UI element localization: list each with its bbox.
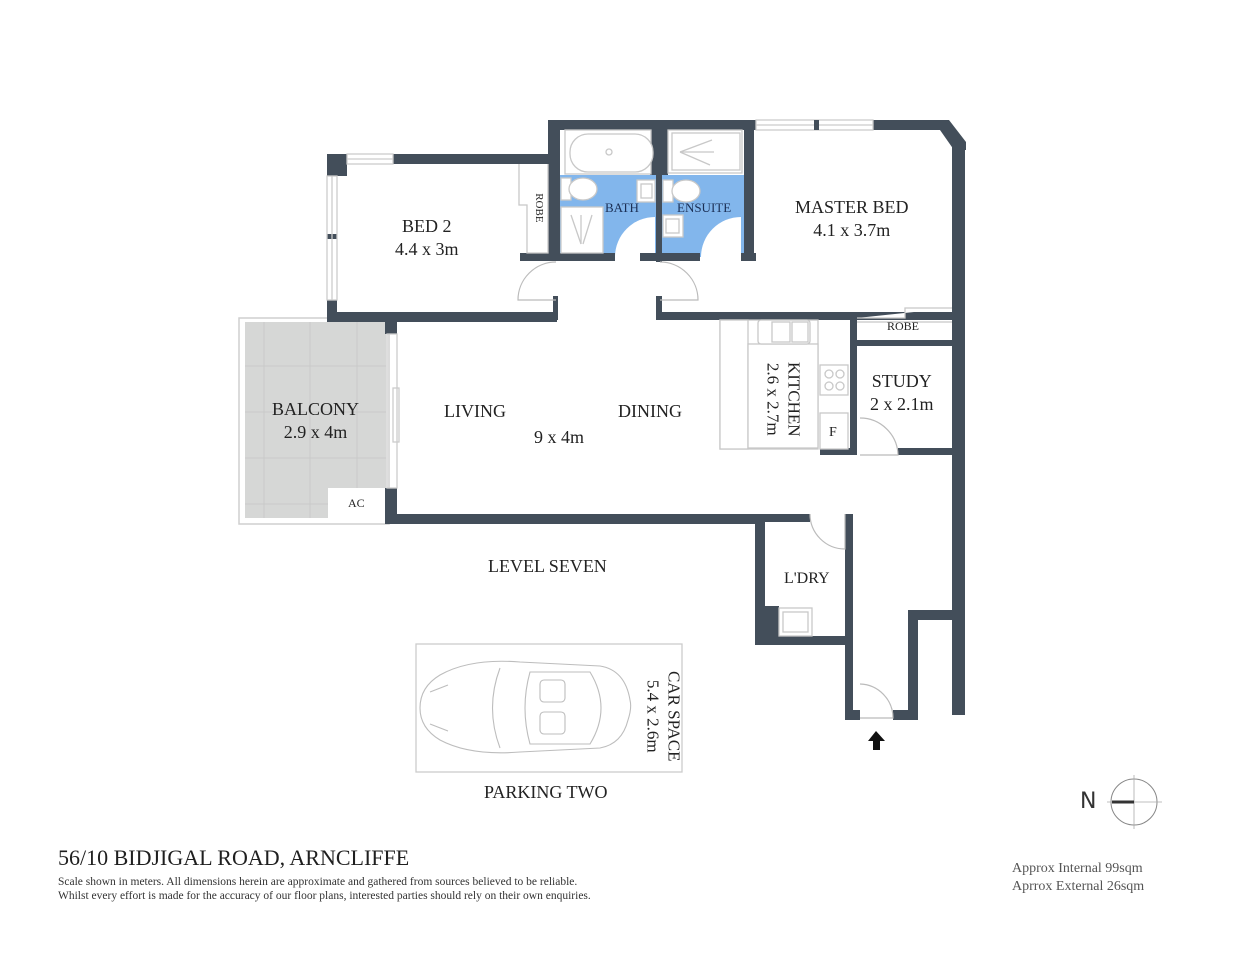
entry-arrow-icon xyxy=(868,731,885,750)
walls xyxy=(327,120,966,720)
room-study-dim: 2 x 2.1m xyxy=(870,393,934,414)
room-balcony-dim: 2.9 x 4m xyxy=(283,421,348,442)
room-balcony-name: BALCONY xyxy=(272,399,360,419)
disclaimer: Scale shown in meters. All dimensions he… xyxy=(58,875,591,903)
room-balcony: BALCONY 2.9 x 4m xyxy=(272,398,359,443)
car-space-dim: 5.4 x 2.6m xyxy=(643,679,662,753)
car-icon xyxy=(419,660,632,754)
room-ensuite: ENSUITE xyxy=(677,200,732,215)
fixtures xyxy=(518,129,952,637)
room-study: STUDY 2 x 2.1m xyxy=(870,370,934,415)
room-master: MASTER BED 4.1 x 3.7m xyxy=(795,196,909,241)
area-external: Aprrox External 26sqm xyxy=(1012,879,1145,894)
area-internal: Approx Internal 99sqm xyxy=(1012,861,1143,876)
room-bed2-dim: 4.4 x 3m xyxy=(395,238,459,259)
room-robe-master: ROBE xyxy=(887,319,920,333)
car-space xyxy=(415,643,683,773)
area-summary: Approx Internal 99sqm Aprrox External 26… xyxy=(1012,860,1144,896)
room-study-name: STUDY xyxy=(871,371,932,391)
room-bath: BATH xyxy=(605,200,639,215)
room-master-dim: 4.1 x 3.7m xyxy=(813,219,891,240)
disclaimer-line-2: Whilst every effort is made for the accu… xyxy=(58,890,591,902)
property-address: 56/10 BIDJIGAL ROAD, ARNCLIFFE xyxy=(58,845,410,870)
room-kitchen-dim: 2.6 x 2.7m xyxy=(763,362,782,436)
room-robe-bed2: ROBE xyxy=(532,193,545,223)
level-label: LEVEL SEVEN xyxy=(488,556,607,576)
car-space-name: CAR SPACE xyxy=(664,670,684,762)
fridge-space: F xyxy=(829,425,837,440)
compass-north-label: N xyxy=(1080,789,1097,814)
room-dining: DINING xyxy=(618,401,682,421)
door-swings xyxy=(517,261,899,719)
room-kitchen: KITCHEN 2.6 x 2.7m xyxy=(762,340,805,458)
compass-icon xyxy=(1107,775,1162,829)
room-master-name: MASTER BED xyxy=(795,197,909,217)
room-bed2-name: BED 2 xyxy=(402,216,452,236)
disclaimer-line-1: Scale shown in meters. All dimensions he… xyxy=(58,876,578,888)
ac-unit: AC xyxy=(348,496,365,510)
car-space-label: CAR SPACE 5.4 x 2.6m xyxy=(642,653,685,779)
balcony-area xyxy=(238,317,390,525)
room-living: LIVING xyxy=(444,401,506,421)
parking-label: PARKING TWO xyxy=(484,782,608,802)
room-laundry: L'DRY xyxy=(784,570,830,587)
room-kitchen-name: KITCHEN xyxy=(784,361,804,437)
room-living-dining-dim: 9 x 4m xyxy=(534,427,585,447)
room-bed2: BED 2 4.4 x 3m xyxy=(395,215,459,260)
